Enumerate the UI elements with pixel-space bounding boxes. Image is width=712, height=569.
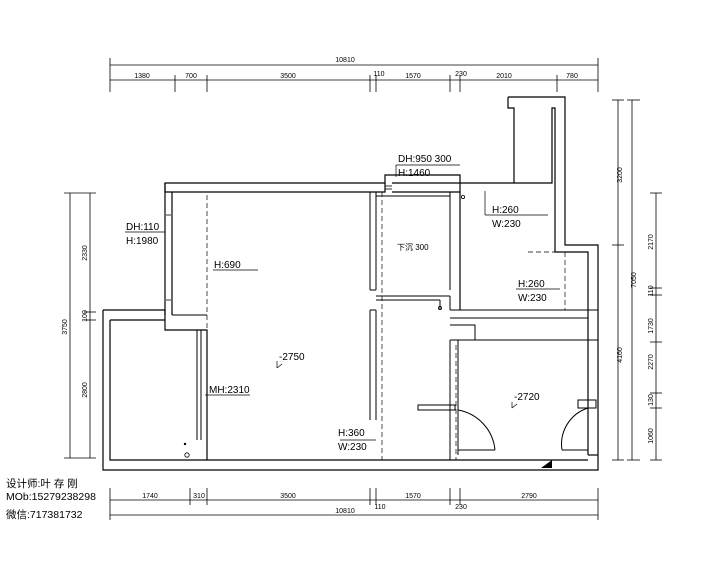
top-dim-3: 3500 [280, 73, 296, 80]
label-dh-110: DH:110 [126, 222, 160, 233]
label-xia-chen: 下沉 300 [397, 243, 429, 252]
right-dim-6: 1060 [648, 428, 655, 444]
label-h-260-a: H:260 [492, 205, 519, 216]
label-w-230-b: W:230 [518, 293, 547, 304]
label-h-1460: H:1460 [398, 168, 431, 179]
door-swing-left [457, 409, 496, 455]
right-upper-dim: 3200 [617, 167, 624, 183]
right-dim-4: 2270 [648, 354, 655, 370]
designer-name: 设计师:叶 存 刚 [6, 478, 78, 490]
bottom-dim-4: 110 [374, 504, 385, 511]
top-dim-6: 230 [455, 71, 467, 78]
drain-icon-2 [460, 194, 465, 199]
label-dh-950: DH:950 300 [398, 154, 452, 165]
left-dimension-chain [64, 192, 96, 459]
label-level-2720: -2720 [514, 392, 540, 403]
designer-wechat: 微信:717381732 [6, 509, 83, 521]
label-level-2750: -2750 [279, 352, 305, 363]
label-w-230-a: W:230 [492, 219, 521, 230]
bottom-dim-3: 3500 [280, 493, 296, 500]
floor-drain-icon [541, 460, 552, 468]
drain-icon [184, 452, 190, 458]
top-dim-7: 2010 [496, 73, 512, 80]
right-dim-5: 130 [648, 394, 655, 406]
bottom-dim-7: 2790 [521, 493, 537, 500]
label-h-1980: H:1980 [126, 236, 159, 247]
label-mh-2310: MH:2310 [209, 385, 250, 396]
top-dim-5: 1570 [405, 73, 421, 80]
drain-icon-3 [437, 305, 442, 310]
bottom-dim-1: 1740 [142, 493, 158, 500]
drain-dot-icon [183, 442, 187, 446]
right-dimension-chain [612, 99, 662, 461]
top-dim-8: 780 [566, 73, 578, 80]
door-swing-right [561, 399, 597, 455]
top-dim-2: 700 [185, 73, 197, 80]
right-dim-1: 2170 [648, 234, 655, 250]
right-outer-dim: 7050 [631, 272, 638, 288]
internal-walls [172, 192, 598, 460]
bottom-dim-2: 310 [193, 493, 205, 500]
right-dim-2: 110 [648, 285, 655, 296]
label-h-260-b: H:260 [518, 279, 545, 290]
outer-walls [102, 96, 599, 471]
top-dim-4: 110 [373, 71, 384, 78]
top-total-dim: 10810 [335, 57, 355, 64]
label-w-230-c: W:230 [338, 442, 367, 453]
bottom-dimension-chain [109, 488, 599, 520]
left-dim-2: 100 [82, 310, 89, 322]
bottom-dim-5: 1570 [405, 493, 421, 500]
label-h-690: H:690 [214, 260, 241, 271]
bottom-total-dim: 10810 [335, 508, 355, 515]
top-dim-1: 1380 [134, 73, 150, 80]
left-outer-dim: 3750 [62, 319, 69, 335]
label-h-360: H:360 [338, 428, 365, 439]
label-leaders [125, 164, 560, 441]
right-lower-dim: 4160 [617, 347, 624, 363]
left-dim-3: 2800 [82, 382, 89, 398]
left-dim-1: 2330 [82, 245, 89, 261]
window-marks [166, 185, 392, 301]
right-dim-3: 1730 [648, 318, 655, 334]
designer-mobile: MOb:15279238298 [6, 491, 96, 503]
bottom-dim-6: 230 [455, 504, 467, 511]
top-dimension-chain [109, 58, 599, 92]
dashed-lines [206, 192, 566, 460]
